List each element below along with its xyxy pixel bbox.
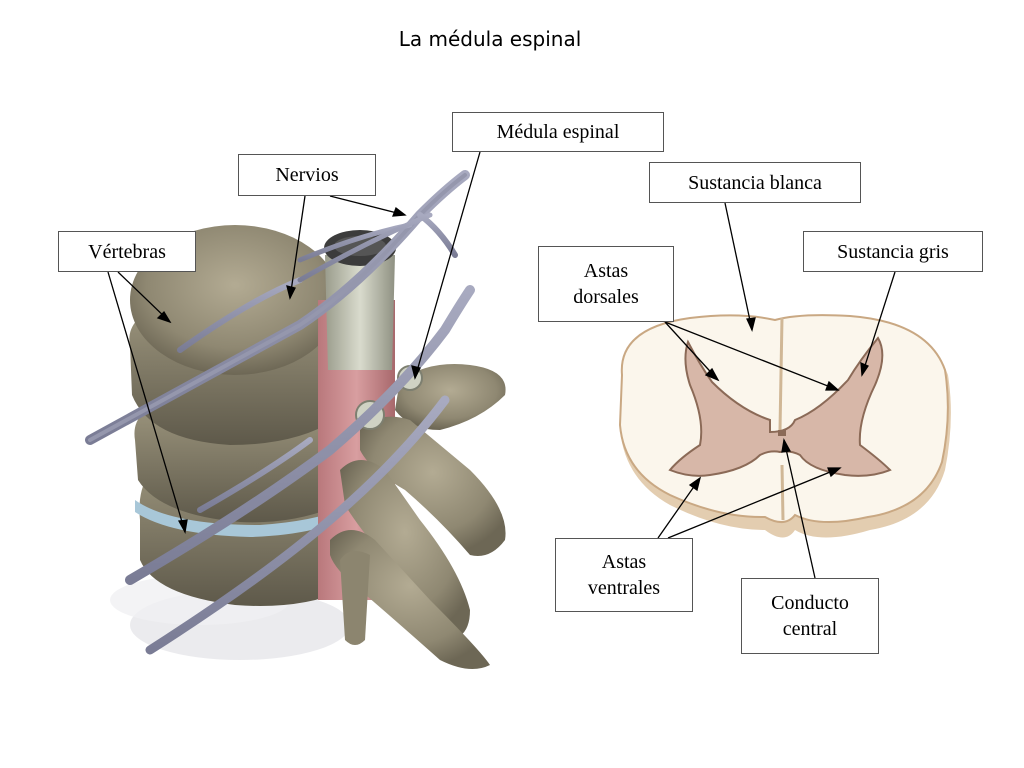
spinal-cross-section [618,314,951,538]
leader-lines [107,151,896,579]
label-astas-ventrales-line1: Astas [601,551,647,573]
label-sustancia-blanca: Sustancia blanca [649,162,861,203]
label-astas-dorsales-line1: Astas [583,260,629,282]
label-medula-espinal-text: Médula espinal [496,121,620,143]
label-sustancia-gris-text: Sustancia gris [837,241,949,263]
label-conducto-central-line2: central [782,618,838,640]
label-astas-ventrales-line2: ventrales [587,577,661,599]
label-vertebras-text: Vértebras [88,241,166,263]
label-nervios: Nervios [238,154,376,196]
page-title: La médula espinal [398,27,582,51]
label-conducto-central: Conducto central [741,578,879,654]
label-astas-ventrales: Astas ventrales [555,538,693,612]
label-astas-dorsales: Astas dorsales [538,246,674,322]
label-sustancia-blanca-text: Sustancia blanca [688,172,822,194]
label-astas-dorsales-line2: dorsales [573,286,639,308]
label-vertebras: Vértebras [58,231,196,272]
label-nervios-text: Nervios [275,164,339,186]
label-sustancia-gris: Sustancia gris [803,231,983,272]
label-medula-espinal: Médula espinal [452,112,664,152]
label-conducto-central-line1: Conducto [771,592,849,614]
